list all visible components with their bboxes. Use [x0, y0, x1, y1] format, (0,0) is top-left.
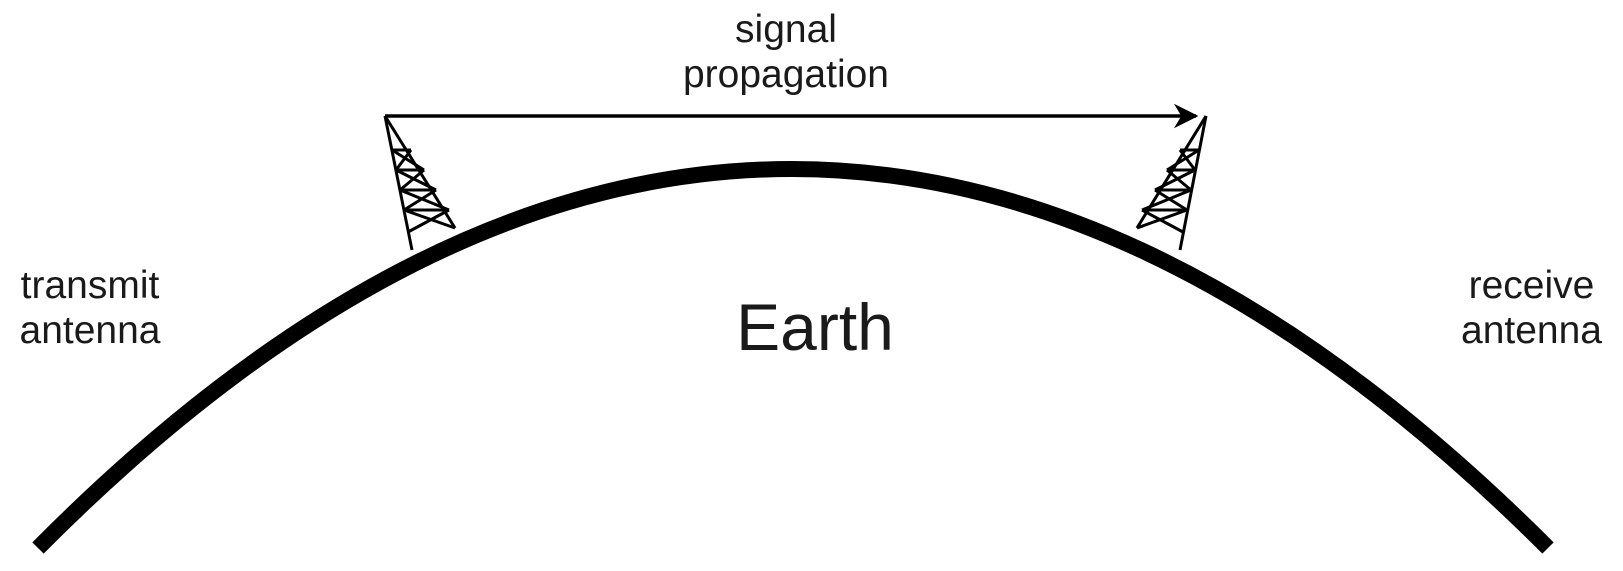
- receive-label-line-1: receive: [1468, 264, 1595, 307]
- transmit-antenna-tower-icon: [383, 115, 457, 251]
- signal-propagation-label: signal propagation: [661, 8, 911, 98]
- earth-surface-arc: [32, 161, 1554, 554]
- receive-label-line-2: antenna: [1461, 308, 1602, 352]
- transmit-label-line-1: transmit: [20, 264, 160, 307]
- transmit-antenna-label: transmit antenna: [0, 264, 180, 354]
- transmit-label-line-2: antenna: [19, 308, 161, 352]
- earth-label: Earth: [736, 290, 894, 364]
- receive-antenna-label: receive antenna: [1440, 264, 1623, 354]
- receive-antenna-tower-icon: [1135, 115, 1208, 251]
- signal-label-line-1: signal: [735, 8, 837, 51]
- signal-label-line-2: propagation: [682, 52, 889, 96]
